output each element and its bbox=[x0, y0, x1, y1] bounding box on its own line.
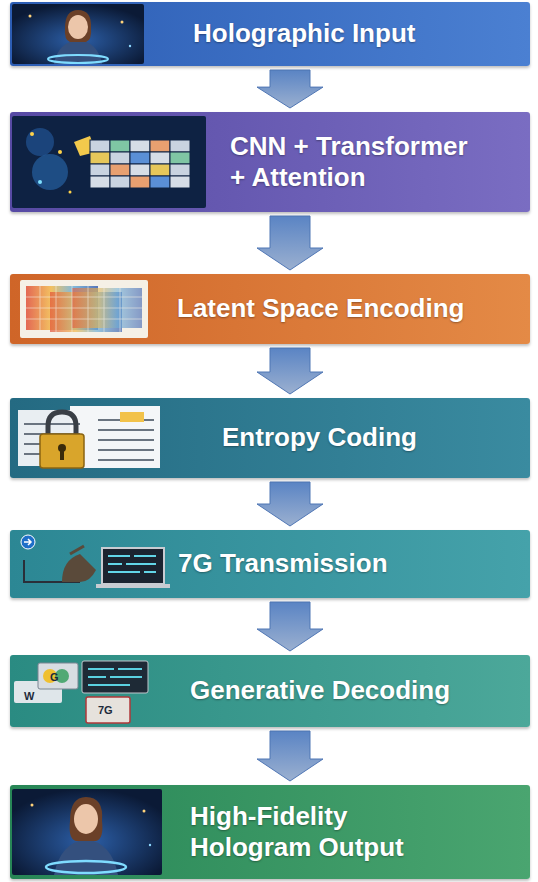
text-group: Entropy Coding bbox=[222, 422, 417, 453]
step-title: 7G Transmission bbox=[178, 548, 388, 579]
text-group: CNN + Transformer + Attention bbox=[230, 131, 480, 193]
process-band: High-Fidelity Hologram Output bbox=[10, 785, 530, 879]
process-band: 7G Transmission bbox=[10, 530, 530, 598]
flow-arrow bbox=[257, 216, 323, 270]
process-band: CNN + Transformer + Attention bbox=[10, 112, 530, 212]
step-title: Holographic Input bbox=[193, 18, 415, 49]
step-title: Latent Space Encoding bbox=[177, 293, 465, 324]
lock-binary-icon bbox=[10, 398, 170, 478]
decoder-icons bbox=[10, 655, 180, 727]
step-title: Entropy Coding bbox=[222, 422, 417, 453]
icon-label: 7G bbox=[98, 705, 113, 716]
process-band: Holographic Input bbox=[10, 2, 530, 66]
text-group: Generative Decoding bbox=[190, 675, 450, 706]
flow-arrow bbox=[257, 602, 323, 651]
transmission-device bbox=[10, 530, 180, 598]
process-band: Latent Space Encoding bbox=[10, 274, 530, 344]
network-grid bbox=[10, 112, 210, 212]
flow-arrow bbox=[257, 482, 323, 526]
text-group: High-Fidelity Hologram Output bbox=[190, 801, 420, 863]
text-group: Latent Space Encoding bbox=[177, 293, 465, 324]
text-group: 7G Transmission bbox=[178, 548, 388, 579]
flow-arrow bbox=[257, 70, 323, 108]
process-band: Entropy Coding bbox=[10, 398, 530, 478]
flow-arrow bbox=[257, 731, 323, 781]
flow-arrow bbox=[257, 348, 323, 394]
step-title: Generative Decoding bbox=[190, 675, 450, 706]
hologram-portrait bbox=[10, 2, 160, 66]
step-title: CNN + Transformer + Attention bbox=[230, 131, 480, 193]
icon-label: W bbox=[24, 691, 34, 702]
latent-heatmap bbox=[10, 274, 160, 344]
icon-label: G bbox=[50, 672, 59, 683]
step-title: High-Fidelity Hologram Output bbox=[190, 801, 420, 863]
text-group: Holographic Input bbox=[193, 18, 415, 49]
hologram-portrait bbox=[10, 785, 170, 879]
process-band: Generative Decoding G W 7G bbox=[10, 655, 530, 727]
